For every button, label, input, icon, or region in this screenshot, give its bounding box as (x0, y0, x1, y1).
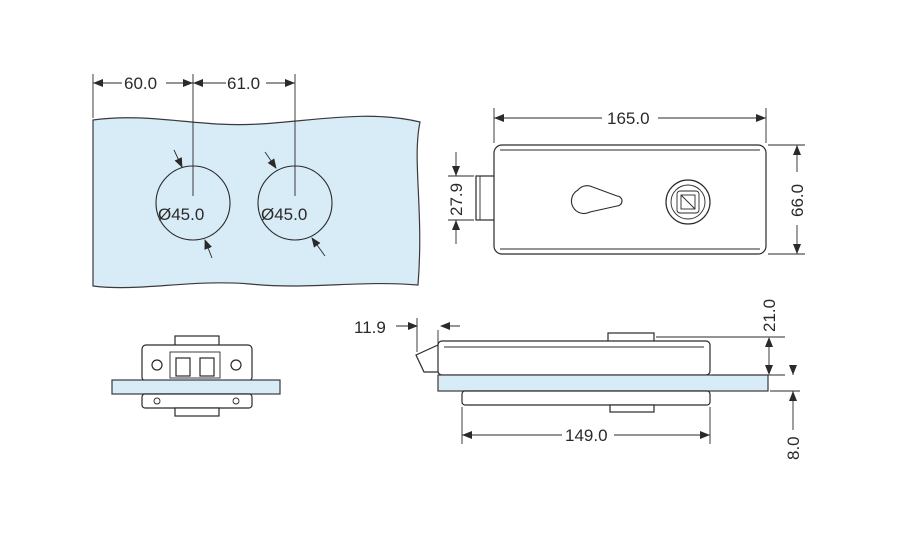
lock-body (493, 144, 767, 255)
glass-thickness-dimension: 8.0 (770, 365, 803, 460)
lock-length-dimension: 165.0 (493, 108, 767, 143)
thumb-turn (665, 179, 711, 225)
latch-offset-label: 11.9 (354, 318, 386, 337)
latch-bolt (475, 175, 497, 221)
side-view-glass (437, 374, 769, 392)
side-height-label: 21.0 (760, 299, 779, 332)
hole-diameter-right-label: Ø45.0 (261, 205, 307, 224)
side-view-body (437, 340, 711, 376)
lock-front-view: 165.0 66.0 27.9 (447, 108, 807, 255)
hole-spacing-2-label: 61.0 (227, 74, 260, 93)
hole-spacing-1-label: 60.0 (124, 74, 157, 93)
glass-thickness-label: 8.0 (784, 436, 803, 460)
lock-end-view (111, 335, 281, 417)
lock-length-label: 165.0 (607, 109, 650, 128)
latch-height-label: 27.9 (447, 183, 466, 216)
side-view-bottom-plate (461, 390, 711, 406)
latch-height-dimension: 27.9 (447, 152, 474, 244)
keyhole (570, 185, 623, 215)
hole-diameter-left-label: Ø45.0 (158, 205, 204, 224)
bottom-length-dimension: 149.0 (461, 407, 711, 445)
glass-panel (92, 115, 421, 289)
side-height-dimension: 21.0 (656, 299, 785, 376)
bottom-length-label: 149.0 (565, 426, 608, 445)
lock-height-label: 66.0 (788, 184, 807, 217)
end-view-glass (111, 379, 281, 395)
side-latch (415, 344, 441, 373)
glass-panel-view: Ø45.0 Ø45.0 60.0 61.0 (92, 74, 421, 289)
latch-offset-dimension: 11.9 (354, 318, 460, 352)
lock-height-dimension: 66.0 (768, 144, 807, 255)
lock-side-view: 11.9 21.0 8.0 149.0 (354, 299, 803, 460)
hole-spacing-dimension: 60.0 61.0 (92, 74, 296, 196)
